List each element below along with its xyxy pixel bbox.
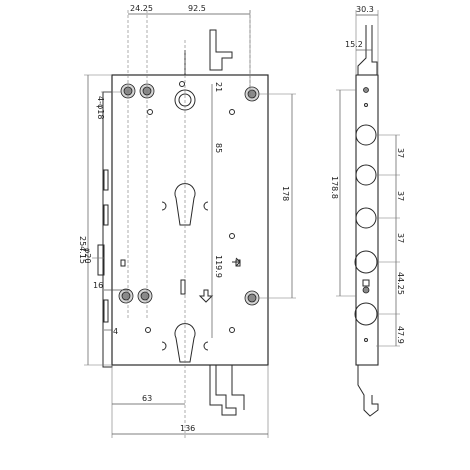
bottom-hook-right — [209, 365, 237, 416]
faceplate-notch — [97, 244, 105, 276]
pin-4 — [229, 233, 235, 239]
cylinder-keyhole-lower — [174, 323, 196, 363]
cam-slot-right-upper — [203, 201, 209, 211]
bolt-2 — [355, 164, 377, 186]
side-view: 30.3 15.2 178.8 37 37 37 44.25 47.9 — [330, 5, 405, 417]
front-view: 24.25 92.5 254.15 4-φ18 φ20 16 4 21 85 1… — [78, 4, 296, 440]
cam-slot-left-upper — [161, 201, 167, 211]
side-screw-1 — [363, 87, 369, 93]
pin-3 — [147, 109, 153, 115]
faceplate-slot-3 — [103, 299, 109, 323]
dim-label-30: 30.3 — [356, 5, 374, 14]
faceplate-slot-1 — [103, 169, 109, 191]
bolt-3 — [355, 207, 377, 229]
dim-label-r3: 37 — [396, 233, 405, 243]
side-screw-2 — [362, 286, 370, 294]
dim-label-254: 254.15 — [78, 236, 87, 264]
dim-label-r2: 37 — [396, 191, 405, 201]
side-rod-top-2 — [357, 25, 367, 75]
dim-label-top-2: 92.5 — [188, 4, 206, 13]
latch-symbol-2 — [198, 289, 214, 303]
side-dot-2 — [364, 338, 368, 342]
mount-hole-bm-core — [140, 291, 150, 301]
top-hook-right — [209, 29, 233, 71]
mount-hole-tr-core — [247, 89, 257, 99]
dim-label-119: 119.9 — [214, 255, 223, 278]
dim-label-r5: 47.9 — [396, 326, 405, 344]
latch-bar — [180, 279, 186, 295]
mount-hole-bl-core — [121, 291, 131, 301]
dim-label-4: 4 — [113, 327, 118, 336]
mount-hole-br-core — [247, 293, 257, 303]
pin-1 — [179, 81, 185, 87]
pin-2 — [229, 109, 235, 115]
dim-label-phi20: φ20 — [83, 248, 92, 263]
cam-slot-left-lower — [161, 341, 167, 351]
dim-label-178: 178 — [281, 186, 290, 201]
dim-label-21: 21 — [214, 82, 223, 92]
cam-slot-right-lower — [203, 341, 209, 351]
bolt-1 — [355, 124, 377, 146]
pin-6 — [145, 327, 151, 333]
side-rod-top — [371, 25, 378, 75]
dim-label-85: 85 — [214, 143, 223, 153]
dim-label-63: 63 — [142, 394, 152, 403]
faceplate-strip — [102, 91, 113, 368]
dim-label-16: 16 — [93, 281, 103, 290]
side-rod-bottom — [357, 365, 379, 417]
bolt-4 — [354, 250, 378, 274]
dim-label-r4: 44.25 — [396, 272, 405, 295]
dim-label-15: 15.2 — [345, 40, 363, 49]
lock-plate — [111, 74, 269, 366]
dim-label-top-1: 24.25 — [130, 4, 153, 13]
dim-label-136: 136 — [180, 424, 195, 433]
cylinder-keyhole-upper — [174, 183, 196, 226]
dim-label-r1: 37 — [396, 148, 405, 158]
small-rect-1 — [120, 259, 126, 267]
dim-label-4phi18: 4-φ18 — [96, 96, 105, 119]
faceplate-slot-2 — [103, 204, 109, 226]
bottom-hook-right-2 — [231, 365, 245, 410]
bolt-5 — [354, 302, 378, 326]
pin-5 — [229, 327, 235, 333]
small-rect-2 — [235, 259, 241, 267]
side-latch — [362, 279, 370, 287]
dim-label-178-8: 178.8 — [330, 176, 339, 199]
side-dot-1 — [364, 103, 368, 107]
